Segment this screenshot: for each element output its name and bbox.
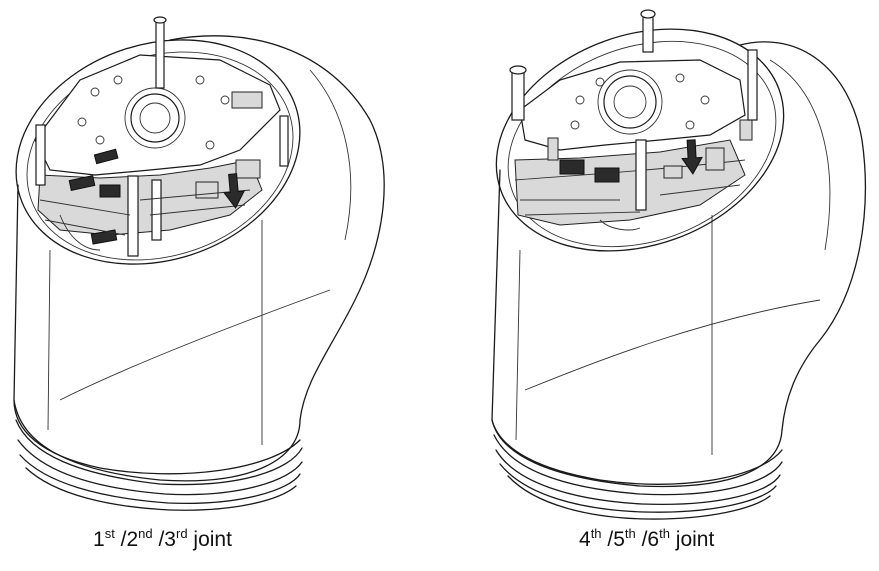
caption-text: /3 xyxy=(152,528,176,551)
right-joint-caption: 4th /5th /6th joint xyxy=(579,526,715,552)
caption-text: /6 xyxy=(635,528,660,551)
caption-superscript: st xyxy=(104,526,115,541)
caption-superscript: th xyxy=(624,526,636,541)
right-joint-illustration xyxy=(491,9,866,520)
caption-text: /2 xyxy=(114,528,139,551)
caption-superscript: rd xyxy=(176,526,188,541)
left-joint-illustration xyxy=(13,16,385,511)
left-joint-caption: 1st /2nd /3rd joint xyxy=(93,526,232,552)
caption-text: 4 xyxy=(579,528,591,551)
caption-superscript: th xyxy=(659,526,670,541)
caption-text: 1 xyxy=(93,528,105,551)
caption-text: /5 xyxy=(601,528,625,551)
caption-superscript: nd xyxy=(138,526,153,541)
caption-superscript: th xyxy=(590,526,602,541)
caption-text: joint xyxy=(669,528,715,551)
caption-text: joint xyxy=(187,528,232,551)
